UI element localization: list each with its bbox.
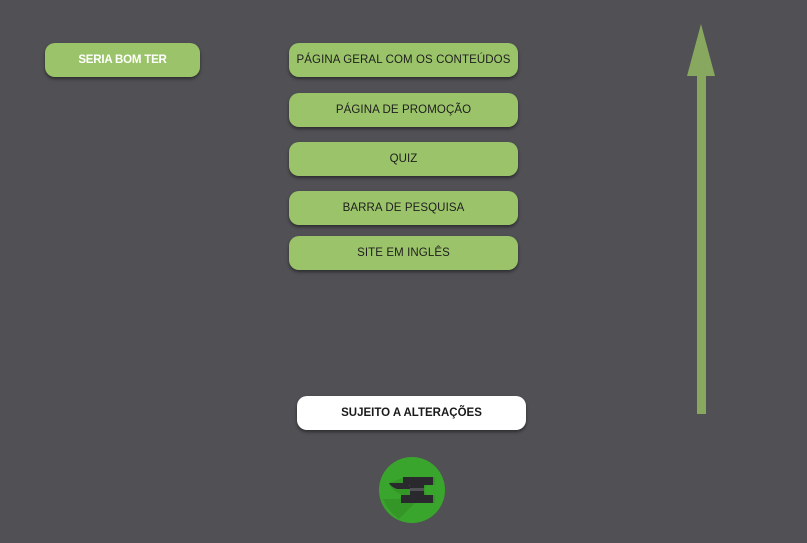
up-arrow-icon: [687, 24, 715, 414]
feature-item: PÁGINA DE PROMOÇÃO: [289, 93, 518, 127]
feature-item: PÁGINA GERAL COM OS CONTEÚDOS: [289, 43, 518, 77]
feature-item: QUIZ: [289, 142, 518, 176]
feature-item: BARRA DE PESQUISA: [289, 191, 518, 225]
feature-item: SITE EM INGLÊS: [289, 236, 518, 270]
seria-bom-ter-label: SERIA BOM TER: [45, 43, 200, 77]
anvil-logo-icon: [379, 457, 445, 523]
subject-to-change-note: SUJEITO A ALTERAÇÕES: [297, 396, 526, 430]
